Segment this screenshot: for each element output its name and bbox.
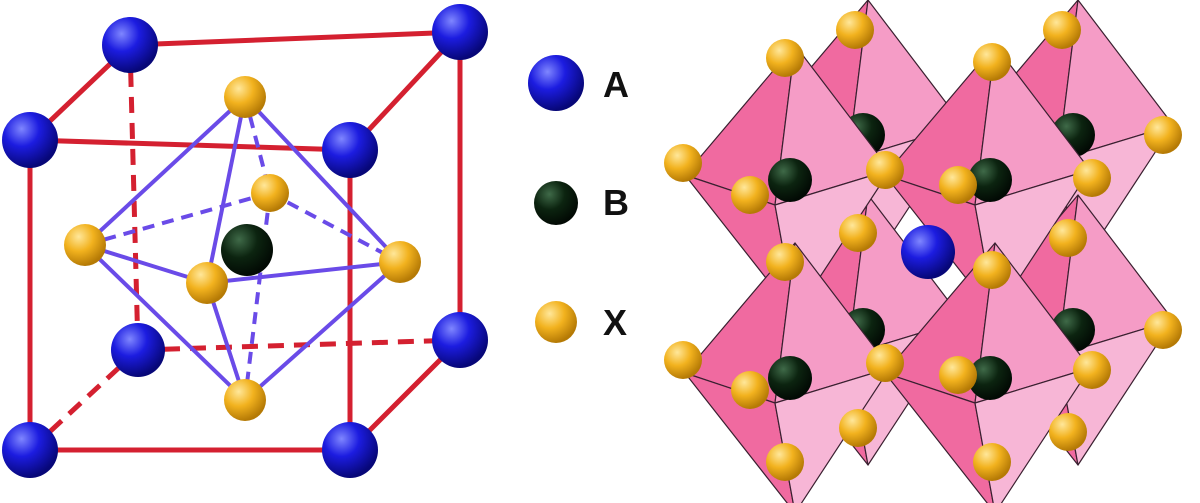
x-site-atom <box>1043 11 1081 49</box>
blue-sphere-icon <box>528 55 584 111</box>
x-site-atom <box>1073 351 1111 389</box>
x-site-atom <box>866 151 904 189</box>
x-site-atom <box>866 344 904 382</box>
x-site-atom <box>224 379 266 421</box>
x-site-atom <box>1049 413 1087 451</box>
x-site-atom <box>839 409 877 447</box>
x-site-atom <box>973 43 1011 81</box>
a-site-atom <box>111 323 165 377</box>
x-site-atom <box>251 174 289 212</box>
a-site-atom <box>2 422 58 478</box>
a-site-atom <box>432 312 488 368</box>
yellow-sphere-icon <box>535 301 577 343</box>
a-site-atom <box>102 17 158 73</box>
a-site-atoms <box>2 4 488 478</box>
x-site-atom <box>186 262 228 304</box>
x-site-atom <box>766 243 804 281</box>
x-site-atom <box>839 214 877 252</box>
dark-green-sphere-icon <box>534 181 578 225</box>
x-site-atom <box>1144 116 1182 154</box>
x-site-atom <box>64 224 106 266</box>
x-site-atom <box>664 341 702 379</box>
b-site-atom <box>221 224 273 276</box>
x-site-atom <box>379 241 421 283</box>
x-site-atom <box>973 443 1011 481</box>
b-site-atom <box>968 158 1012 202</box>
legend-label-b: B <box>603 182 629 223</box>
a-site-atom <box>901 225 955 279</box>
x-site-atom <box>939 356 977 394</box>
x-site-atoms <box>64 76 421 421</box>
legend-item-b: B <box>534 181 629 225</box>
x-site-atom <box>664 144 702 182</box>
b-site-atom <box>968 356 1012 400</box>
legend: A B X <box>528 55 629 343</box>
octahedra-network <box>664 0 1182 503</box>
legend-label-x: X <box>603 302 627 343</box>
x-site-atom <box>939 166 977 204</box>
x-site-atom <box>1144 311 1182 349</box>
x-site-atom <box>973 251 1011 289</box>
x-site-atom <box>1073 159 1111 197</box>
x-site-atom <box>766 443 804 481</box>
x-site-atom <box>731 176 769 214</box>
x-site-atom <box>836 11 874 49</box>
a-site-atom <box>2 112 58 168</box>
a-site-atom <box>432 4 488 60</box>
a-site-atom <box>322 122 378 178</box>
x-site-atom <box>224 76 266 118</box>
unit-cell <box>2 4 488 478</box>
x-site-atom <box>731 371 769 409</box>
legend-label-a: A <box>603 64 629 105</box>
a-site-atom <box>322 422 378 478</box>
legend-item-x: X <box>535 301 627 343</box>
x-site-atom <box>1049 219 1087 257</box>
x-site-atom <box>766 39 804 77</box>
b-site-atom <box>768 158 812 202</box>
octahedron <box>684 242 891 503</box>
legend-item-a: A <box>528 55 629 111</box>
b-site-atom <box>768 356 812 400</box>
